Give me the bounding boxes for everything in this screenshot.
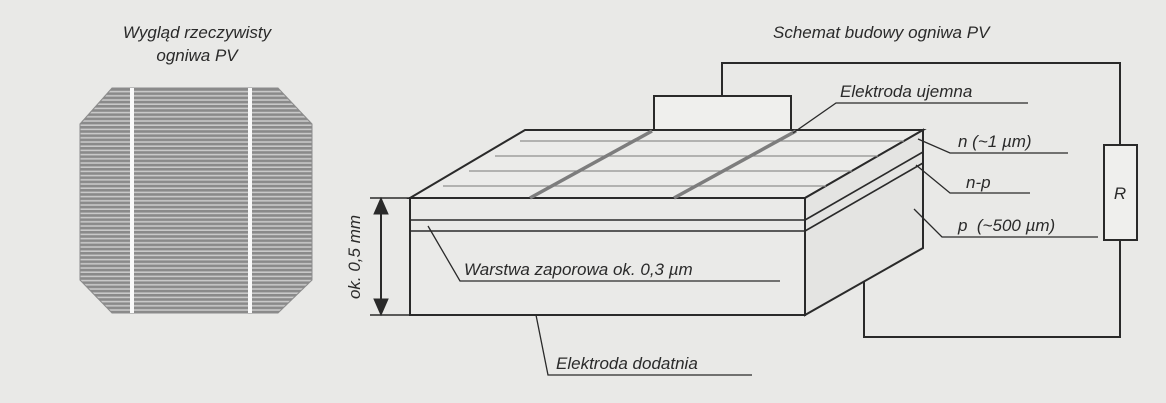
finger-lines [443,140,904,187]
photo-title-line1: Wygląd rzeczywisty [123,23,273,42]
cell-block [406,128,927,317]
leader-lines [427,102,1098,376]
external-circuit [721,62,1121,338]
cell-wafer [79,87,313,314]
label-positive-electrode: Elektroda dodatnia [556,354,698,373]
front-layer-lines [410,219,805,232]
resistor-label: R [1114,184,1126,203]
resistor-box [1103,144,1138,241]
side-layer-lines [804,151,924,232]
top-contact [653,95,792,133]
cell-front-face [409,197,806,316]
busbars [529,129,797,200]
wire-top [721,62,1121,145]
thickness-label: ok. 0,5 mm [345,215,364,299]
leader-np [915,164,1030,194]
label-p-layer: p (~500 µm) [957,216,1055,235]
real-cell-photo [79,87,313,314]
photo-title-line2: ogniwa PV [156,46,239,65]
leader-barrier [427,225,780,282]
busbar-left [130,88,134,313]
leader-n-layer [917,138,1068,154]
label-np-junction: n-p [966,173,991,192]
label-negative-electrode: Elektroda ujemna [840,82,972,101]
busbar-right [248,88,252,313]
leader-p-layer [913,208,1098,238]
leader-positive-electrode [535,314,752,376]
schematic-title: Schemat budowy ogniwa PV [773,23,991,42]
label-barrier-layer: Warstwa zaporowa ok. 0,3 µm [464,260,693,279]
wire-bottom [863,240,1121,338]
label-n-layer: n (~1 µm) [958,132,1032,151]
thickness-arrow [370,196,410,317]
leader-negative-electrode [792,102,1028,134]
cell-side-face [804,128,924,317]
